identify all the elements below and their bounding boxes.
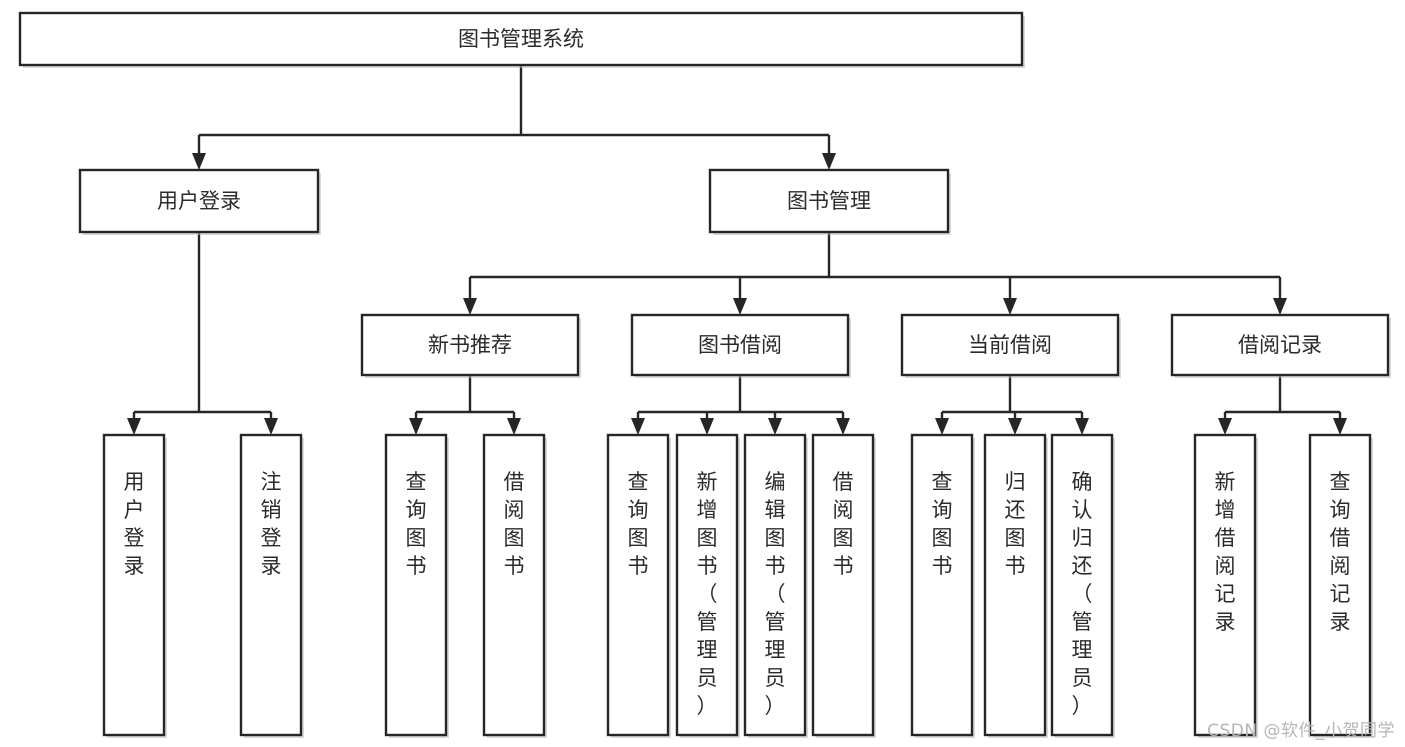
arrow-head <box>733 298 747 315</box>
node-rect[interactable] <box>606 433 670 737</box>
node-leaf-confirm-return[interactable]: 确认归还（管理员） <box>1050 433 1115 738</box>
node-rect[interactable] <box>1050 433 1114 737</box>
node-new-book-rec[interactable]: 新书推荐 <box>360 313 581 378</box>
arrow-head <box>1008 418 1022 435</box>
node-label: 注销登录 <box>261 470 282 578</box>
node-label: 新增图书（管理员） <box>697 470 718 718</box>
node-rect[interactable] <box>900 313 1120 377</box>
node-rect[interactable] <box>102 433 166 737</box>
node-book-borrow[interactable]: 图书借阅 <box>630 313 851 378</box>
node-rect[interactable] <box>1170 313 1390 377</box>
arrow-head <box>127 418 141 435</box>
arrow-head <box>822 153 836 170</box>
node-label: 确认归还（管理员） <box>1072 470 1093 718</box>
node-label: 查询图书 <box>628 470 649 578</box>
node-rect[interactable] <box>360 313 580 377</box>
node-user-login[interactable]: 用户登录 <box>78 168 321 235</box>
node-root[interactable]: 图书管理系统 <box>18 11 1025 68</box>
arrow-head <box>507 418 521 435</box>
node-rect[interactable] <box>78 168 320 234</box>
node-rect[interactable] <box>811 433 875 737</box>
arrow-head <box>631 418 645 435</box>
node-label: 编辑图书（管理员） <box>765 470 786 718</box>
arrow-head <box>768 418 782 435</box>
arrow-head <box>264 418 278 435</box>
node-label: 查询图书 <box>932 470 953 578</box>
arrow-head <box>463 298 477 315</box>
arrow-head <box>409 418 423 435</box>
node-label: 新增借阅记录 <box>1215 470 1236 634</box>
node-label: 借阅图书 <box>833 470 854 578</box>
node-rect[interactable] <box>239 433 303 737</box>
node-rect[interactable] <box>384 433 448 737</box>
node-label: 当前借阅 <box>968 333 1052 357</box>
node-leaf-query-record[interactable]: 查询借阅记录 <box>1308 433 1373 738</box>
node-label: 图书借阅 <box>698 333 782 357</box>
node-rect[interactable] <box>18 11 1024 67</box>
arrow-head <box>1218 418 1232 435</box>
node-leaf-user-login[interactable]: 用户登录 <box>102 433 167 738</box>
arrow-head <box>1333 418 1347 435</box>
node-label: 用户登录 <box>124 470 145 578</box>
node-leaf-query-book-1[interactable]: 查询图书 <box>384 433 449 738</box>
node-label: 用户登录 <box>157 189 241 213</box>
node-leaf-query-book-2[interactable]: 查询图书 <box>606 433 671 738</box>
node-rect[interactable] <box>983 433 1047 737</box>
csdn-watermark: CSDN @软件_小贺同学 <box>1207 721 1395 741</box>
node-leaf-query-book-3[interactable]: 查询图书 <box>910 433 975 738</box>
node-current-borrow[interactable]: 当前借阅 <box>900 313 1121 378</box>
node-leaf-return-book[interactable]: 归还图书 <box>983 433 1048 738</box>
node-rect[interactable] <box>910 433 974 737</box>
arrow-head <box>1075 418 1089 435</box>
arrow-head <box>1273 298 1287 315</box>
connector-layer <box>127 65 1347 435</box>
arrow-head <box>192 153 206 170</box>
node-book-manage[interactable]: 图书管理 <box>708 168 951 235</box>
node-label: 借阅记录 <box>1238 333 1322 357</box>
node-layer: 图书管理系统用户登录图书管理新书推荐图书借阅当前借阅借阅记录用户登录注销登录查询… <box>18 11 1391 738</box>
node-leaf-add-book[interactable]: 新增图书（管理员） <box>675 433 740 738</box>
arrow-head <box>836 418 850 435</box>
node-label: 借阅图书 <box>504 470 525 578</box>
node-label: 图书管理系统 <box>458 27 584 51</box>
node-rect[interactable] <box>630 313 850 377</box>
node-rect[interactable] <box>482 433 546 737</box>
node-leaf-borrow-book-2[interactable]: 借阅图书 <box>811 433 876 738</box>
node-label: 查询借阅记录 <box>1330 470 1351 634</box>
node-rect[interactable] <box>708 168 950 234</box>
node-label: 图书管理 <box>787 189 871 213</box>
node-leaf-add-record[interactable]: 新增借阅记录 <box>1193 433 1258 738</box>
node-leaf-logout[interactable]: 注销登录 <box>239 433 304 738</box>
node-label: 查询图书 <box>406 470 427 578</box>
node-label: 新书推荐 <box>428 333 512 357</box>
node-leaf-edit-book[interactable]: 编辑图书（管理员） <box>743 433 808 738</box>
node-label: 归还图书 <box>1005 470 1026 578</box>
node-borrow-record[interactable]: 借阅记录 <box>1170 313 1391 378</box>
node-rect[interactable] <box>675 433 739 737</box>
node-rect[interactable] <box>1308 433 1372 737</box>
node-leaf-borrow-book-1[interactable]: 借阅图书 <box>482 433 547 738</box>
arrow-head <box>1003 298 1017 315</box>
arrow-head <box>700 418 714 435</box>
node-rect[interactable] <box>1193 433 1257 737</box>
node-rect[interactable] <box>743 433 807 737</box>
arrow-head <box>935 418 949 435</box>
